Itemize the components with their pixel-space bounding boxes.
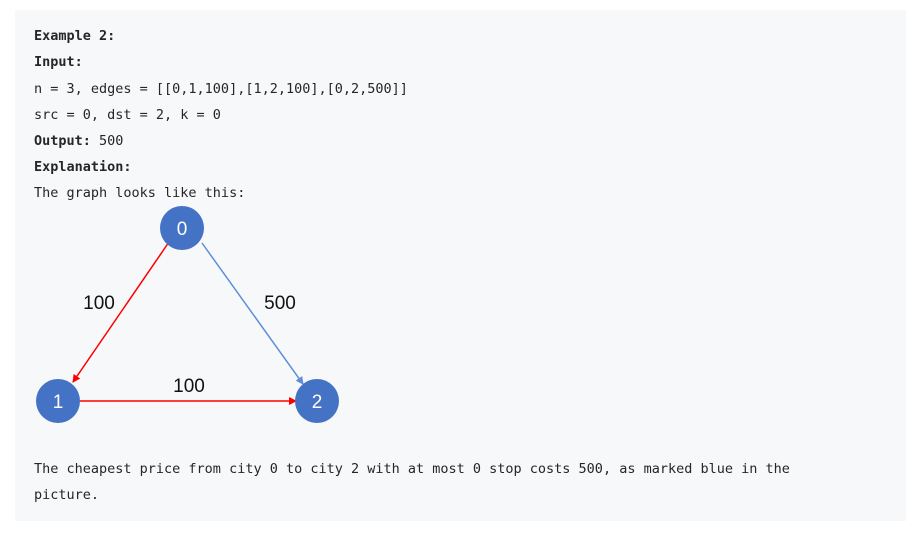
example-heading: Example 2: xyxy=(34,28,116,44)
example-panel: Example 2: Input: n = 3, edges = [[0,1,1… xyxy=(15,10,906,521)
graph-intro: The graph looks like this: xyxy=(34,185,246,201)
graph-diagram: 100 500 100 0 1 2 xyxy=(36,206,339,423)
node-label-0: 0 xyxy=(177,219,188,240)
input-edges: n = 3, edges = [[0,1,100],[1,2,100],[0,2… xyxy=(34,81,408,97)
node-1: 1 xyxy=(36,379,80,423)
summary-line-2: picture. xyxy=(34,487,100,503)
summary-line-1: The cheapest price from city 0 to city 2… xyxy=(34,461,790,477)
node-2: 2 xyxy=(295,379,339,423)
node-label-1: 1 xyxy=(53,392,64,413)
input-label: Input: xyxy=(34,54,83,70)
edge-0-1 xyxy=(72,241,170,383)
edge-0-2 xyxy=(201,242,304,385)
node-0: 0 xyxy=(160,206,204,250)
output-value: 500 xyxy=(90,133,124,149)
node-label-2: 2 xyxy=(312,392,323,413)
explanation-label: Explanation: xyxy=(34,159,132,175)
edge-label-1-2: 100 xyxy=(173,376,205,397)
edge-label-0-1: 100 xyxy=(83,293,115,314)
input-params: src = 0, dst = 2, k = 0 xyxy=(34,107,221,123)
output-label: Output: xyxy=(34,133,91,149)
edge-label-0-2: 500 xyxy=(264,293,296,314)
output-line: Output: 500 xyxy=(34,131,123,151)
